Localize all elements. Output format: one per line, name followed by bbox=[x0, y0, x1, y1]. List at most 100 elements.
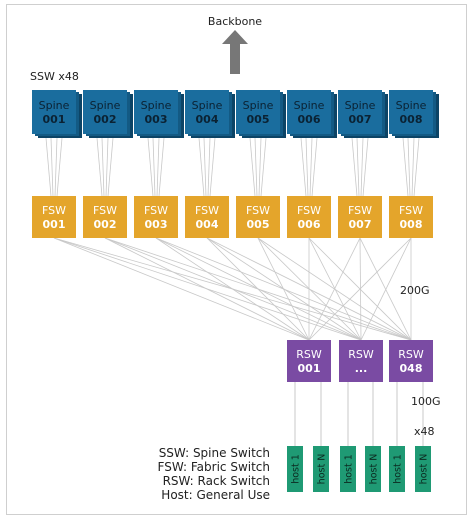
host-label: host N bbox=[369, 454, 380, 485]
spine-fsw-link bbox=[147, 137, 154, 197]
legend-item: FSW: Fabric Switch bbox=[158, 460, 270, 474]
spine-fsw-link bbox=[203, 137, 207, 197]
ssw-count-label: SSW x48 bbox=[30, 70, 79, 83]
backbone-label: Backbone bbox=[208, 15, 262, 28]
spine-fsw-link bbox=[45, 137, 52, 197]
fsw-id-label: 005 bbox=[247, 218, 270, 231]
spine-fsw-link bbox=[351, 137, 358, 197]
fsw-prefix-label: FSW bbox=[399, 204, 423, 217]
spine-fsw-link bbox=[96, 137, 103, 197]
spine-id-label: 005 bbox=[247, 113, 270, 126]
fsw-prefix-label: FSW bbox=[93, 204, 117, 217]
fsw-rsw-link bbox=[308, 237, 361, 341]
spine-fsw-link bbox=[362, 137, 369, 197]
spine-id-label: 002 bbox=[94, 113, 117, 126]
spine-prefix-label: Spine bbox=[192, 99, 223, 112]
spine-fsw-link bbox=[209, 137, 216, 197]
fabric-switch-row: FSW001FSW002FSW003FSW004FSW005FSW006FSW0… bbox=[32, 196, 433, 238]
fsw-id-label: 006 bbox=[298, 218, 321, 231]
spine-fsw-link bbox=[101, 137, 105, 197]
spine-prefix-label: Spine bbox=[141, 99, 172, 112]
spine-fsw-link bbox=[413, 137, 420, 197]
link-speed-rsw-host: 100G bbox=[411, 395, 441, 408]
host-count-label: x48 bbox=[414, 425, 435, 438]
fsw-rsw-link bbox=[360, 237, 412, 341]
fsw-id-label: 007 bbox=[349, 218, 372, 231]
spine-prefix-label: Spine bbox=[243, 99, 274, 112]
legend-item: Host: General Use bbox=[161, 488, 270, 502]
spine-prefix-label: Spine bbox=[396, 99, 427, 112]
rsw-prefix-label: RSW bbox=[348, 348, 374, 361]
spine-id-label: 008 bbox=[400, 113, 423, 126]
spine-prefix-label: Spine bbox=[294, 99, 325, 112]
spine-fsw-link bbox=[258, 137, 262, 197]
host: host N bbox=[313, 446, 329, 492]
rsw-prefix-label: RSW bbox=[296, 348, 322, 361]
fsw-prefix-label: FSW bbox=[144, 204, 168, 217]
spine-fsw-link bbox=[260, 137, 267, 197]
host: host 1 bbox=[287, 446, 303, 492]
spine-prefix-label: Spine bbox=[345, 99, 376, 112]
spine-fsw-link bbox=[249, 137, 256, 197]
host: host 1 bbox=[340, 446, 356, 492]
spine-fsw-link bbox=[156, 137, 160, 197]
fsw-rsw-link bbox=[206, 237, 362, 341]
rsw-prefix-label: RSW bbox=[398, 348, 424, 361]
fsw-id-label: 008 bbox=[400, 218, 423, 231]
fsw-id-label: 003 bbox=[145, 218, 168, 231]
backbone-arrow bbox=[222, 30, 248, 74]
fsw-id-label: 002 bbox=[94, 218, 117, 231]
fsw-rsw-link bbox=[206, 237, 310, 341]
fsw-rsw-link bbox=[308, 237, 412, 341]
host-label: host 1 bbox=[344, 454, 355, 484]
spine-fsw-link bbox=[309, 137, 313, 197]
spine-id-label: 006 bbox=[298, 113, 321, 126]
fsw-prefix-label: FSW bbox=[195, 204, 219, 217]
fsw-prefix-label: FSW bbox=[348, 204, 372, 217]
spine-id-label: 001 bbox=[43, 113, 66, 126]
fsw-prefix-label: FSW bbox=[246, 204, 270, 217]
fsw-rsw-link bbox=[308, 237, 362, 341]
fsw-rsw-link bbox=[257, 237, 362, 341]
spine-fsw-link bbox=[105, 137, 109, 197]
fsw-rsw-link bbox=[53, 237, 310, 341]
spine-fsw-link bbox=[411, 137, 415, 197]
fsw-rsw-link bbox=[155, 237, 310, 341]
spine-switch-row: Spine001Spine002Spine003Spine004Spine005… bbox=[32, 90, 439, 138]
spine-fsw-link bbox=[50, 137, 54, 197]
host-label: host N bbox=[317, 454, 328, 485]
spine-fsw-link bbox=[360, 137, 364, 197]
fsw-id-label: 001 bbox=[43, 218, 66, 231]
legend-item: RSW: Rack Switch bbox=[163, 474, 270, 488]
spine-fsw-link bbox=[254, 137, 258, 197]
rsw-id-label: 001 bbox=[298, 362, 321, 375]
rsw-id-label: 048 bbox=[400, 362, 423, 375]
host-label: host 1 bbox=[393, 454, 404, 484]
host-label: host N bbox=[419, 454, 430, 485]
fsw-rsw-link bbox=[257, 237, 310, 341]
host-label: host 1 bbox=[291, 454, 302, 484]
fsw-id-label: 004 bbox=[196, 218, 219, 231]
spine-fsw-link bbox=[158, 137, 165, 197]
rsw-id-label: ... bbox=[355, 362, 368, 375]
spine-fsw-link bbox=[56, 137, 63, 197]
spine-fsw-link bbox=[54, 137, 58, 197]
spine-fsw-link bbox=[305, 137, 309, 197]
spine-id-label: 003 bbox=[145, 113, 168, 126]
spine-fsw-link bbox=[207, 137, 211, 197]
fsw-prefix-label: FSW bbox=[42, 204, 66, 217]
spine-prefix-label: Spine bbox=[39, 99, 70, 112]
